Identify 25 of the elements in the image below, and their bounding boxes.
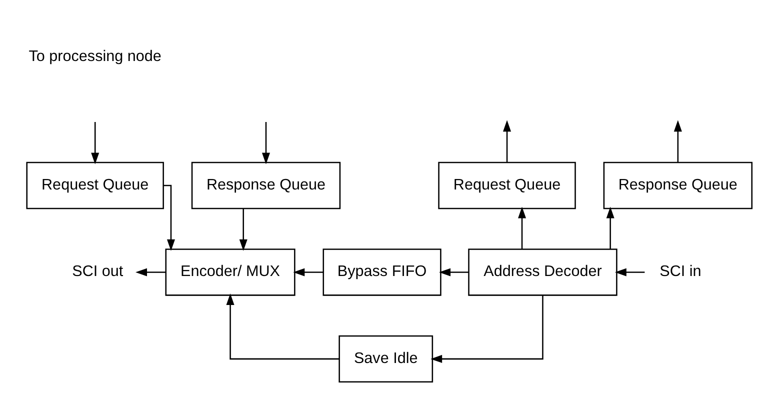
arrow	[91, 122, 100, 164]
arrow	[503, 120, 512, 162]
arrow	[262, 122, 270, 164]
node-box: Request Queue	[438, 161, 576, 209]
node-box: Encoder/ MUX	[165, 248, 296, 296]
arrow	[606, 206, 614, 248]
node-box: Response Queue	[191, 161, 341, 209]
node-box: Address Decoder	[468, 248, 618, 296]
arrow	[430, 294, 544, 362]
node-box: Save Idle	[338, 334, 434, 382]
arrow	[518, 206, 526, 248]
arrow	[226, 293, 340, 360]
node-text: SCI out	[72, 262, 124, 280]
arrow	[136, 268, 166, 276]
node-box: Response Queue	[603, 161, 753, 209]
label: To processing node	[28, 48, 162, 65]
node-box: Bypass FIFO	[322, 248, 442, 296]
arrow	[614, 268, 645, 276]
arrow	[674, 120, 682, 162]
arrow	[439, 268, 468, 276]
node-box: Request Queue	[26, 161, 164, 209]
arrow	[239, 208, 248, 250]
node-text: SCI in	[660, 262, 702, 280]
arrow	[163, 184, 175, 250]
arrow	[293, 268, 324, 276]
